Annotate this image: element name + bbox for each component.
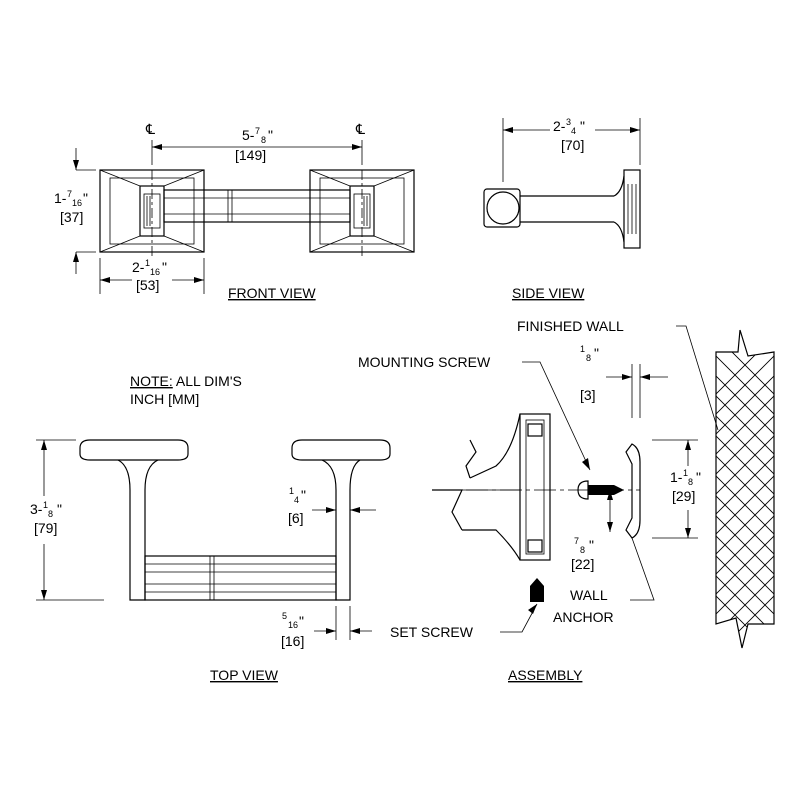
svg-text:8: 8 [688,477,693,487]
top-view-title: TOP VIEW [210,667,279,683]
svg-text:5-: 5- [242,127,255,143]
svg-text:2-: 2- [132,259,145,275]
dimension-note: NOTE: ALL DIM'S INCH [MM] [130,373,242,407]
svg-text:7: 7 [67,189,72,199]
svg-text:": " [594,345,599,361]
svg-text:8: 8 [261,135,266,145]
svg-text:[79]: [79] [34,520,57,536]
assembly-anchor-dimension: 1- 1 8 " [29] [670,468,701,504]
svg-text:8: 8 [580,545,585,555]
wall-anchor-label-line1: WALL [570,587,608,603]
front-plate-dimension: 2- 1 16 " [53] [132,258,167,293]
svg-text:": " [83,190,88,206]
assembly-offset-dimension: 1 8 " [3] [580,344,599,403]
svg-text:": " [589,537,594,553]
svg-text:4: 4 [571,126,576,136]
svg-text:": " [580,118,585,134]
svg-text:4: 4 [294,495,299,505]
svg-text:": " [301,487,306,503]
svg-text:[6]: [6] [288,510,304,526]
svg-text:[37]: [37] [60,209,83,225]
top-setscrew-dimension: 5 16 " [16] [281,611,304,649]
svg-text:8: 8 [48,509,53,519]
svg-text:8: 8 [586,353,591,363]
svg-text:[16]: [16] [281,633,304,649]
svg-text:1: 1 [580,344,585,354]
svg-text:3: 3 [566,117,571,127]
svg-text:NOTE: ALL DIM'S: NOTE: ALL DIM'S [130,373,242,389]
top-view: 3- 1 8 " [79] 1 4 " [6] 5 16 " [16] TOP [30,439,391,683]
front-view: ℄ ℄ 5- 7 8 " [149] 1- 7 16 " [37] [54,121,415,301]
front-view-title: FRONT VIEW [228,285,316,301]
svg-text:[149]: [149] [235,147,266,163]
svg-text:": " [57,501,62,517]
svg-text:7: 7 [574,536,579,546]
svg-text:16: 16 [288,620,298,630]
svg-text:1: 1 [43,500,48,510]
svg-text:1: 1 [289,486,294,496]
assembly-screw-dimension: 7 8 " [22] [571,536,594,572]
svg-text:": " [696,469,701,485]
assembly-title: ASSEMBLY [508,667,583,683]
svg-text:[53]: [53] [136,277,159,293]
side-view: 2- 3 4 " [70] SIDE VIEW [483,117,641,301]
svg-text:16: 16 [72,198,82,208]
svg-text:2-: 2- [553,118,566,134]
svg-text:7: 7 [255,126,260,136]
svg-text:[70]: [70] [561,137,584,153]
top-depth-dimension: 3- 1 8 " [79] [30,500,62,536]
set-screw-label: SET SCREW [390,624,474,640]
front-height-dimension: 1- 7 16 " [37] [54,189,88,225]
front-width-dimension: 5- 7 8 " [149] [235,126,273,163]
mounting-screw-label: MOUNTING SCREW [358,354,491,370]
svg-text:5: 5 [282,611,287,621]
centerline-left-symbol: ℄ [145,121,155,137]
centerline-right-symbol: ℄ [355,121,365,137]
finished-wall-hatch [716,330,774,648]
svg-text:[22]: [22] [571,556,594,572]
svg-text:": " [299,613,304,629]
finished-wall-label: FINISHED WALL [517,318,624,334]
svg-text:1-: 1- [670,469,683,485]
note-label: NOTE: [130,373,173,389]
wall-anchor-label-line2: ANCHOR [553,609,614,625]
svg-text:[29]: [29] [672,488,695,504]
svg-text:1: 1 [145,258,150,268]
note-units: INCH [MM] [130,391,199,407]
side-depth-dimension: 2- 3 4 " [70] [553,117,585,153]
svg-text:1: 1 [683,468,688,478]
svg-text:": " [162,259,167,275]
svg-text:16: 16 [150,267,160,277]
top-gap-dimension: 1 4 " [6] [288,486,306,526]
svg-text:3-: 3- [30,501,43,517]
svg-text:": " [268,127,273,143]
svg-text:1-: 1- [54,190,67,206]
assembly-view: 1 8 " [3] 1- 1 8 " [29] 7 8 " [22] FINI [358,318,775,683]
side-view-title: SIDE VIEW [512,285,585,301]
svg-text:[3]: [3] [580,387,596,403]
